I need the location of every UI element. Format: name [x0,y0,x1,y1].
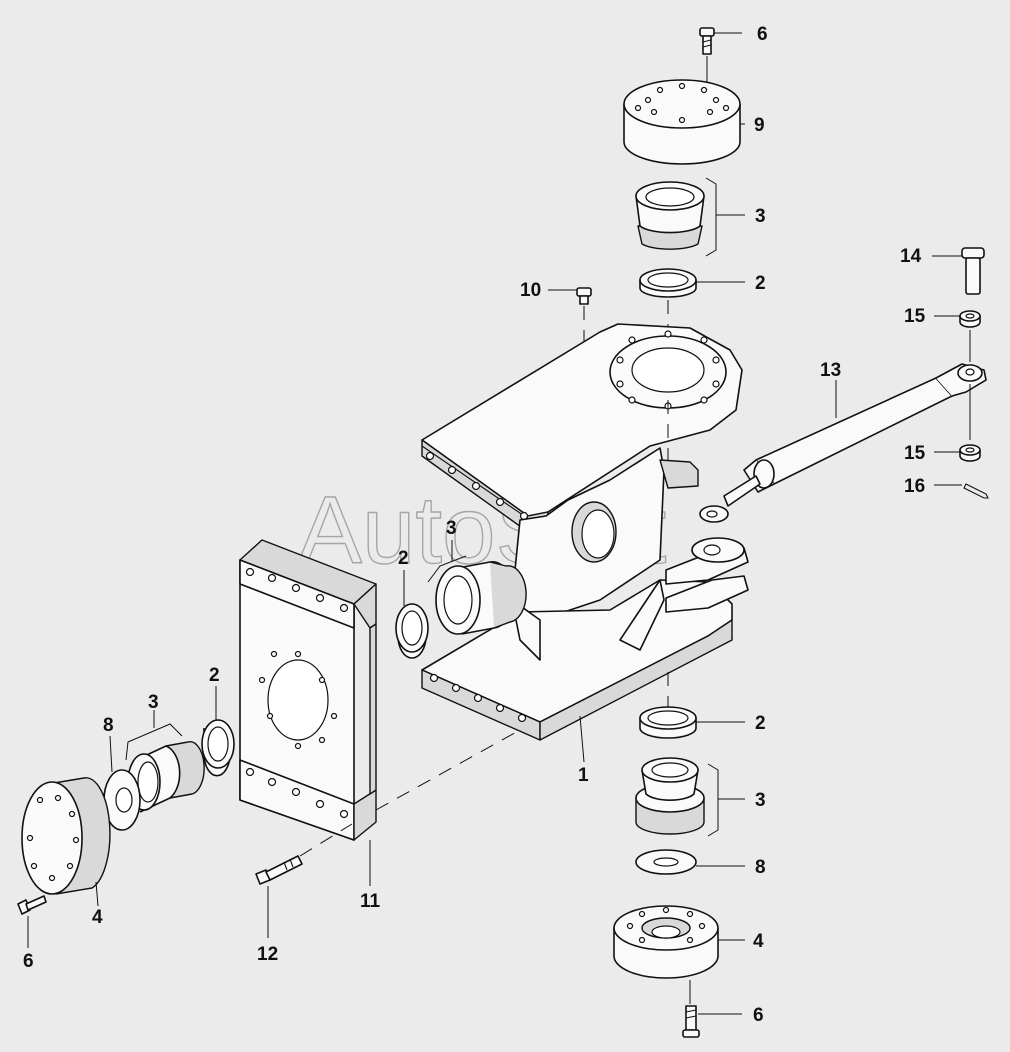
thrust-washer-left[interactable] [103,735,141,831]
callout-15-top: 15 [904,306,926,327]
bolt-right[interactable] [682,980,742,1038]
steering-frame[interactable] [421,323,749,763]
callout-3-left: 3 [148,692,159,713]
mounting-plate[interactable] [239,539,521,886]
callout-2-right: 2 [755,713,766,734]
bearing-left[interactable] [125,710,205,813]
callout-3-top: 3 [755,206,766,227]
seal-ring-left[interactable] [201,686,235,777]
callout-10: 10 [520,280,541,301]
seal-ring-mid[interactable] [395,570,429,659]
washer-top[interactable] [934,310,981,328]
callout-4-right: 4 [753,931,764,952]
callout-3-mid: 3 [446,518,457,539]
callout-14: 14 [900,246,922,267]
callout-13: 13 [820,360,841,381]
seal-ring-right[interactable] [639,706,745,739]
bearing-mid[interactable] [427,540,527,635]
callout-16: 16 [904,476,925,497]
hydraulic-cylinder[interactable] [699,330,987,523]
callout-8-left: 8 [103,715,114,736]
callout-12: 12 [257,944,278,965]
pivot-pin[interactable] [932,247,985,295]
callout-2-mid: 2 [398,548,409,569]
callout-2-top: 2 [755,273,766,294]
end-cap-left[interactable] [21,777,111,907]
callout-2-left: 2 [209,665,220,686]
bearing-right[interactable] [635,757,745,837]
cotter-pin[interactable] [934,483,989,499]
callout-6-top: 6 [757,24,768,45]
callout-8-right: 8 [755,857,766,878]
callout-6-left: 6 [23,951,34,972]
callout-9: 9 [754,115,765,136]
callout-labels: 6 9 3 2 10 14 15 13 15 16 3 2 2 3 8 2 1 … [23,24,926,1026]
long-bolt[interactable] [255,855,303,938]
top-cover[interactable] [623,79,745,165]
callout-15-bottom: 15 [904,443,926,464]
bearing-top[interactable] [635,177,745,257]
callout-4-left: 4 [92,907,103,928]
end-cap-right[interactable] [613,905,745,979]
bolt-left[interactable] [17,895,47,948]
callout-3-right: 3 [755,790,766,811]
callout-6-right: 6 [753,1005,764,1026]
bolt-top[interactable] [699,27,742,92]
thrust-washer-right[interactable] [635,849,745,875]
washer-bottom[interactable] [934,444,981,462]
seal-ring-top[interactable] [639,268,745,380]
callout-1: 1 [578,765,589,786]
callout-11: 11 [360,891,381,912]
